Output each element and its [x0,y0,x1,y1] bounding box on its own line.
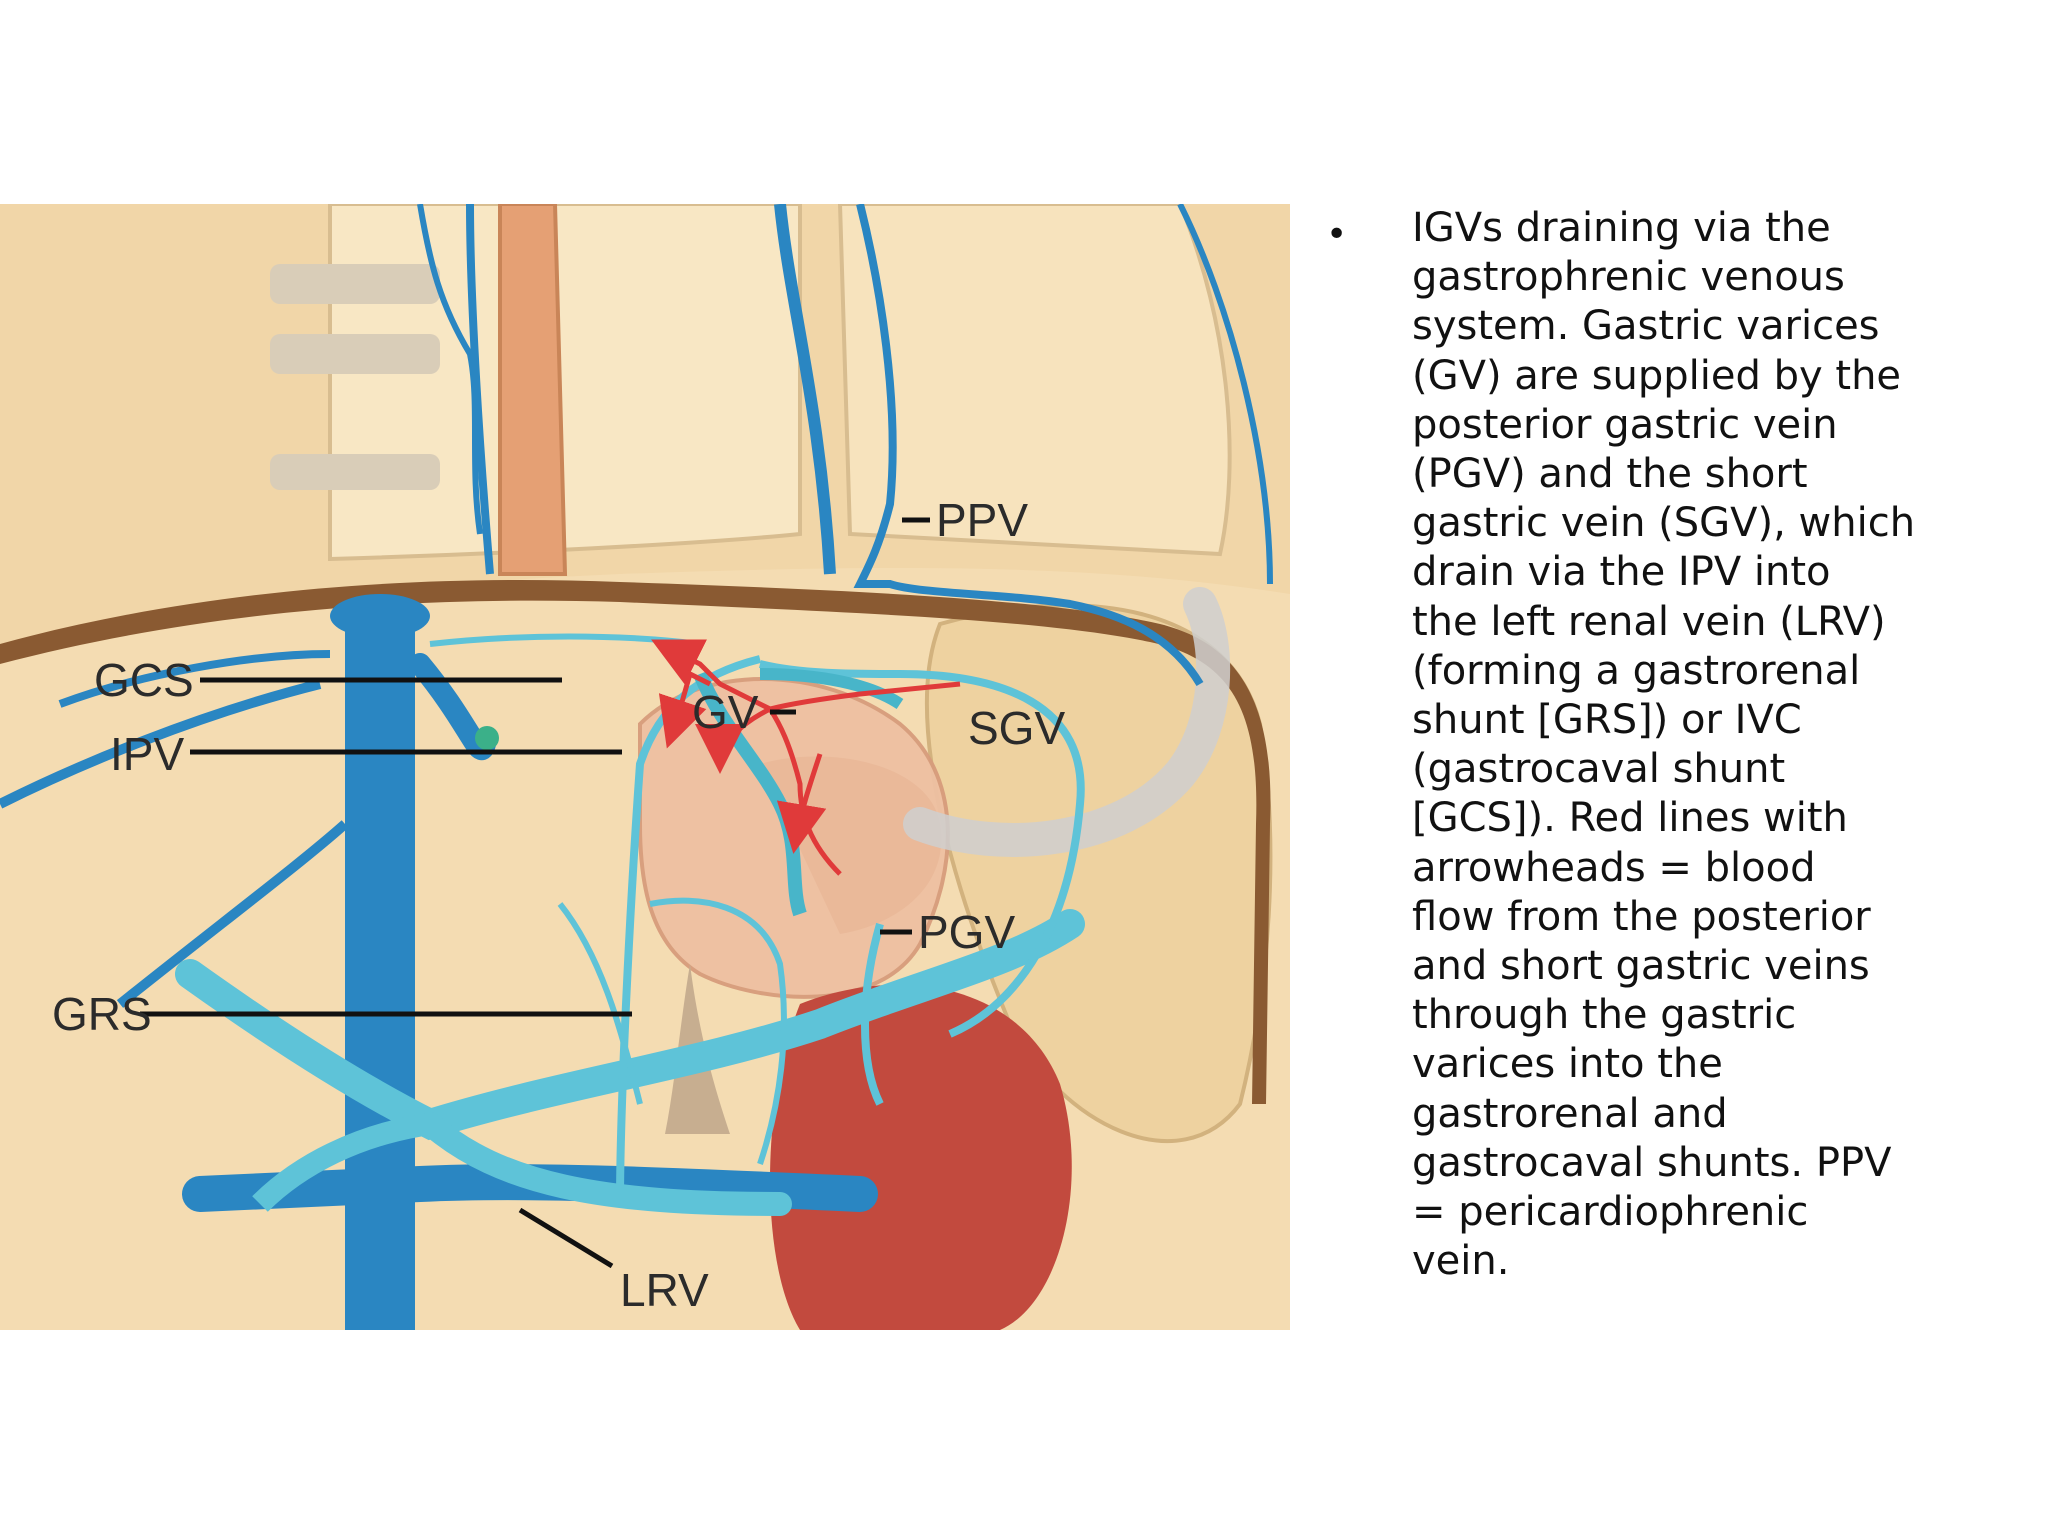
thin-vein [58,650,331,708]
bullet-marker: • [1326,214,1348,255]
flow-arrow [776,753,827,854]
label-ipv: IPV [110,728,184,780]
thin-vein [557,902,643,1105]
thin-vein [0,679,322,809]
label-grs: GRS [52,988,152,1040]
esophagus [498,204,568,576]
rib [270,454,440,490]
thoracic-vein [774,204,836,575]
thoracic-vein [1177,204,1273,585]
rib [270,334,440,374]
gastric-varices [759,668,904,710]
bullet-panel: • IGVs draining via the gastrophrenic ve… [1326,204,2026,1334]
bullet-text: IGVs draining via the gastrophrenic veno… [1412,205,1916,1285]
rib-panel-left [328,204,802,562]
label-pgv: PGV [918,906,1015,958]
vein-branch [252,1113,432,1212]
gastrorenal-shunt [175,909,1085,1141]
label-ppv: PPV [936,494,1028,546]
renal-branch [418,1112,792,1216]
thin-vein [759,660,1085,1038]
label-lrv: LRV [620,1264,709,1316]
vein-orifice [475,726,499,750]
thin-vein [649,897,787,1165]
thin-vein [116,820,349,1008]
esophageal-tube [903,587,1231,857]
label-gcs: GCS [94,654,194,706]
label-sgv: SGV [968,702,1065,754]
left-kidney [770,984,1072,1330]
inferior-vena-cava [345,604,415,1330]
flow-arrow [658,670,712,749]
label-gv: GV [692,686,759,738]
lrv-leader-line [518,1207,614,1269]
ivc-top [330,594,430,638]
anatomy-figure: GCS IPV GRS GV SGV PGV PPV LRV [0,204,1290,1330]
pericardiophrenic-vein [853,204,1204,687]
thoracic-vein [417,204,483,535]
anatomy-diagram: GCS IPV GRS GV SGV PGV PPV LRV [0,204,1290,1330]
rib [270,264,440,304]
rib-panel-right [837,204,1232,557]
thin-vein [861,922,884,1106]
